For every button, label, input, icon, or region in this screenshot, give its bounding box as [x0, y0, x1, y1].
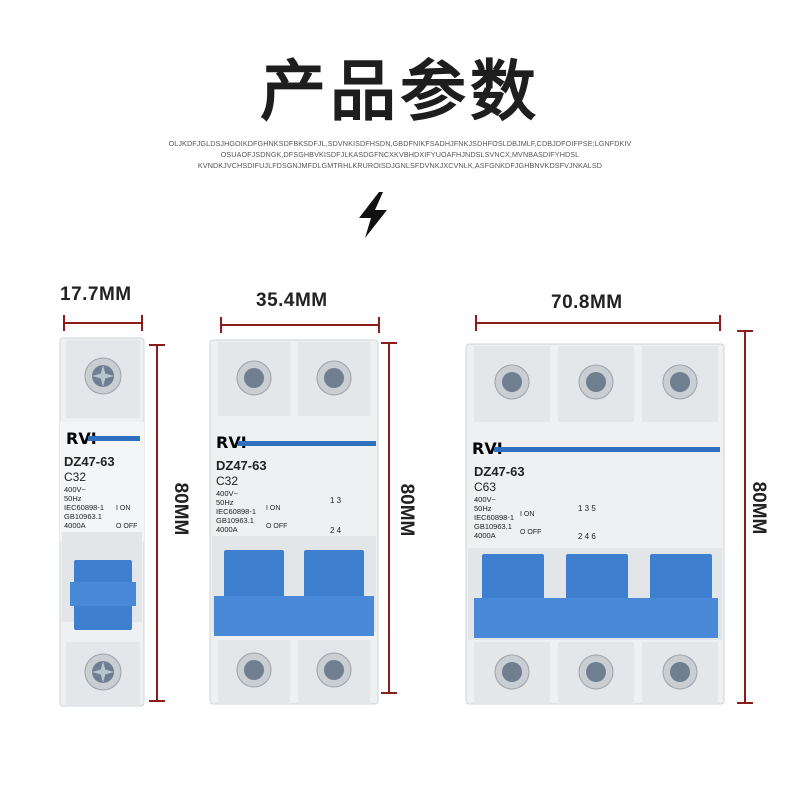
width-line-3p — [475, 315, 721, 331]
specs-1p: 400V~ 50Hz IEC60898-1 GB10963.1 4000A — [64, 485, 104, 530]
spec-3p-2: 50Hz — [474, 504, 492, 513]
terminals-top-3p: 1 3 5 — [578, 504, 596, 513]
model-1p: DZ47-63 — [64, 454, 115, 469]
spec-2p-2: 50Hz — [216, 498, 234, 507]
breaker-1p: RVI — [59, 337, 145, 707]
spec-3p-5: 4000A — [474, 531, 496, 540]
off-label-3p: O OFF — [520, 529, 542, 536]
terminals-bottom-3p: 2 4 6 — [578, 532, 596, 541]
width-label-2p: 35.4MM — [256, 290, 328, 311]
spec-3p-4: GB10963.1 — [474, 522, 512, 531]
height-line-3p — [737, 330, 753, 704]
spec-2p-5: 4000A — [216, 525, 238, 534]
subtitle-line-1: OLJKDFJGLDSJHGOIKDFGHNKSDFBKSDFJL,SDVNKI… — [168, 139, 632, 148]
subtitle-line-2: OSUAOFJSDNGK,DFSGHBVKISDFJLKASDGFNCXKVBH… — [220, 150, 580, 159]
spec-1p-5: 4000A — [64, 521, 86, 530]
off-label-2p: O OFF — [266, 523, 288, 530]
subtitle-text: OLJKDFJGLDSJHGOIKDFGHNKSDFBKSDFJL,SDVNKI… — [100, 138, 700, 171]
height-label-3p: 80MM — [748, 481, 769, 535]
lightning-bolt-icon — [359, 192, 387, 238]
on-label-2p: I ON — [266, 505, 281, 512]
height-line-1p — [149, 344, 165, 702]
subtitle-line-3: KVNDKJVCHSDIFUJLFDSGNJMFDLGMTRHLKRUROISD… — [197, 161, 603, 170]
brand-logo-2p: RVI — [216, 433, 247, 452]
width-line-2p — [220, 317, 380, 333]
width-label-1p: 17.7MM — [60, 284, 132, 305]
on-label-3p: I ON — [520, 511, 535, 518]
breaker-2p: RVI — [209, 339, 379, 705]
height-label-1p: 80MM — [170, 482, 191, 536]
spec-3p-3: IEC60898-1 — [474, 513, 515, 522]
spec-1p-3: IEC60898-1 — [64, 503, 105, 512]
spec-2p-1: 400V~ — [216, 489, 238, 498]
specs-3p: 400V~ 50Hz IEC60898-1 GB10963.1 4000A — [474, 495, 514, 540]
width-label-3p: 70.8MM — [551, 292, 623, 313]
width-line-1p — [63, 315, 143, 331]
brand-logo-1p: RVI — [66, 429, 97, 448]
rating-3p: C63 — [474, 480, 497, 494]
spec-2p-3: IEC60898-1 — [216, 507, 257, 516]
brand-logo-3p: RVI — [472, 439, 503, 458]
rating-2p: C32 — [216, 474, 239, 488]
height-line-2p — [381, 342, 397, 694]
specs-2p: 400V~ 50Hz IEC60898-1 GB10963.1 4000A — [216, 489, 256, 534]
rating-1p: C32 — [64, 470, 87, 484]
spec-1p-1: 400V~ — [64, 485, 86, 494]
spec-1p-2: 50Hz — [64, 494, 82, 503]
on-label-1p: I ON — [116, 505, 131, 512]
model-3p: DZ47-63 — [474, 464, 525, 479]
off-label-1p: O OFF — [116, 523, 138, 530]
breaker-3p: RVI — [465, 343, 725, 705]
spec-3p-1: 400V~ — [474, 495, 496, 504]
terminals-top-2p: 1 3 — [330, 496, 342, 505]
model-2p: DZ47-63 — [216, 458, 267, 473]
terminals-bottom-2p: 2 4 — [330, 526, 342, 535]
height-label-2p: 80MM — [396, 483, 417, 537]
spec-1p-4: GB10963.1 — [64, 512, 102, 521]
spec-2p-4: GB10963.1 — [216, 516, 254, 525]
page-title: 产品参数 — [260, 53, 540, 130]
